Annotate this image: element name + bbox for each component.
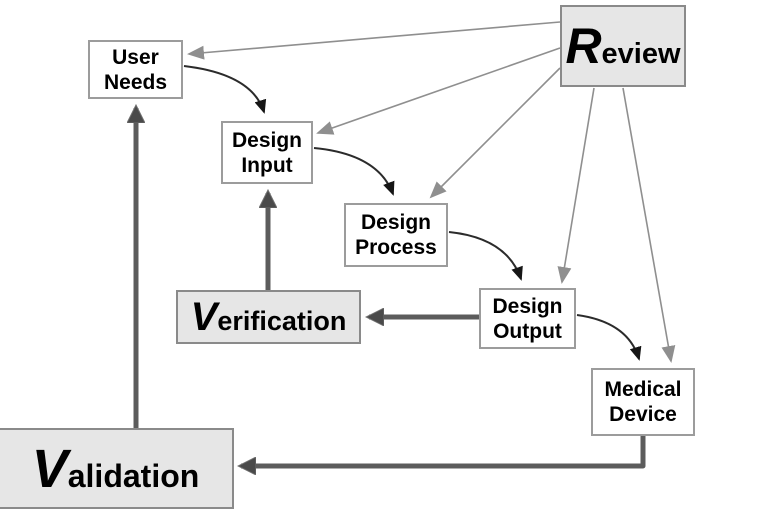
arrow-review-to-design-input	[316, 47, 561, 135]
arrow-user-needs-to-design-input	[183, 65, 267, 114]
node-label-line: Design	[492, 294, 563, 318]
node-label-line: Design	[360, 211, 431, 234]
node-label-line: Output	[493, 319, 562, 343]
node-review: Review	[560, 5, 686, 87]
arrow-review-to-design-process	[429, 67, 561, 199]
node-label-rest: eview	[601, 38, 681, 70]
node-label: Review	[565, 17, 680, 75]
node-label-line: Medical	[604, 378, 682, 401]
node-label: Verification	[191, 295, 347, 340]
node-label-initial: V	[190, 294, 218, 339]
node-medical-device: Medical Device	[591, 368, 695, 436]
node-design-input: Design Input	[221, 121, 313, 184]
node-label-line: User	[112, 45, 159, 69]
arrow-design-input-to-design-process	[313, 147, 395, 196]
arrow-review-to-user-needs	[187, 21, 561, 60]
node-label: Validation	[32, 438, 200, 500]
node-label-line: Device	[609, 403, 677, 426]
node-verification: Verification	[176, 290, 361, 344]
node-label-initial: V	[31, 438, 68, 499]
node-label-line: Design	[231, 128, 302, 152]
node-label-rest: erification	[217, 305, 347, 336]
node-design-output: Design Output	[479, 288, 576, 349]
arrow-design-process-to-design-output	[448, 231, 523, 281]
node-validation: Validation	[0, 428, 234, 509]
node-user-needs: User Needs	[88, 40, 183, 99]
node-label-line: Input	[241, 153, 293, 177]
node-label-line: Needs	[103, 70, 168, 94]
node-design-process: Design Process	[344, 203, 448, 267]
node-label-initial: R	[565, 18, 602, 74]
node-label-line: Process	[355, 236, 437, 259]
arrow-review-to-medical-device	[622, 87, 676, 363]
arrow-medical-device-to-validation	[241, 436, 646, 466]
arrow-review-to-design-output	[557, 87, 595, 284]
node-label-rest: alidation	[67, 457, 200, 494]
arrow-design-output-to-medical-device	[576, 314, 642, 361]
